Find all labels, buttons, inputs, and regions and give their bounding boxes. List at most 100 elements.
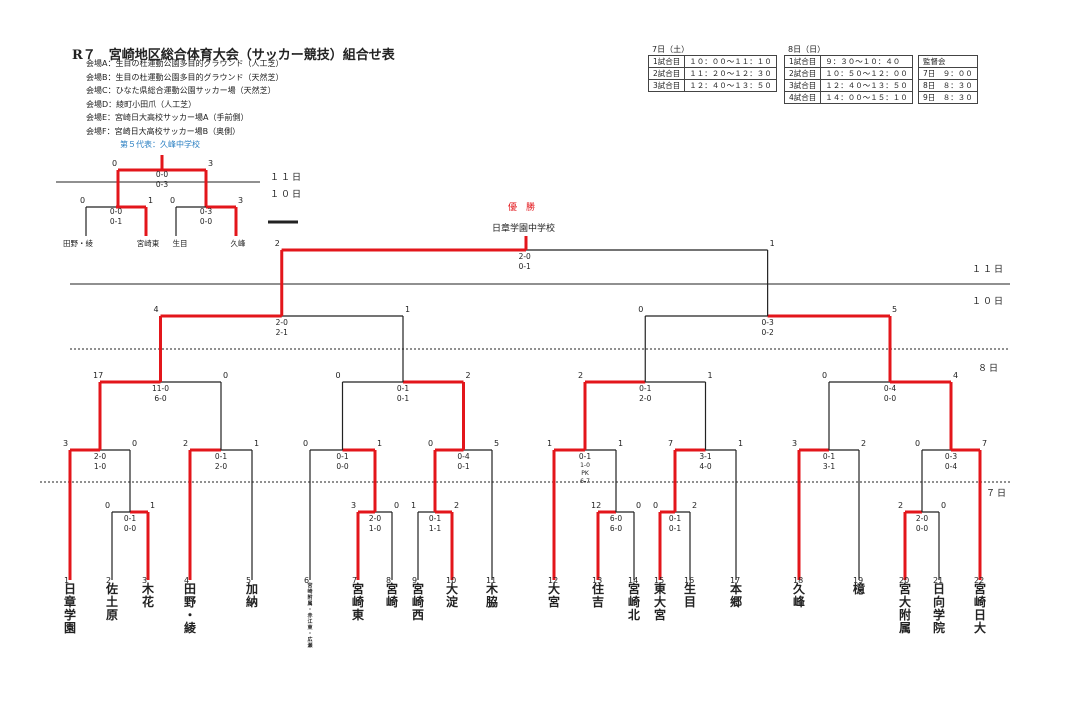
page-title: R７ 宮崎地区総合体育大会（サッカー競技）組合せ表 xyxy=(72,48,395,63)
match-slot: 3試合目 xyxy=(647,79,686,92)
match-goal-left: 4 xyxy=(153,305,159,314)
venue-item: 会場D：綾町小田爪（人工芝） xyxy=(86,99,197,109)
match-goal-left: 12 xyxy=(591,501,602,510)
team-name: 宮崎東 xyxy=(351,582,364,622)
match-goal-left: 0 xyxy=(335,371,341,380)
day-label-7: ７日 xyxy=(986,489,1009,499)
match-time: １４：００～１５：１０ xyxy=(820,91,913,104)
venue-item: 会場B：生目の杜運動公園多目的グラウンド（天然芝） xyxy=(86,72,284,82)
team-name: 大宮 xyxy=(547,582,560,609)
fifth-representative: 第５代表：久峰中学校 xyxy=(120,140,200,149)
team-seed-number: 7 xyxy=(352,576,358,585)
team-seed-number: 8 xyxy=(386,576,392,585)
team-seed-number: 13 xyxy=(592,576,603,585)
match-goal-right: 0 xyxy=(941,501,947,510)
team-name: 大淀 xyxy=(445,582,458,609)
match-slot: 4試合目 xyxy=(783,91,822,104)
small-day-label-10: １０日 xyxy=(270,190,304,200)
match-goal-left: 2 xyxy=(898,501,904,510)
team-name: 木脇 xyxy=(485,582,498,609)
team-name: 日向学院 xyxy=(932,582,945,635)
team-name: 宮崎附属・赤江東・広瀬 xyxy=(307,583,313,649)
match-goal-right: 1 xyxy=(405,305,411,314)
match-goal-right: 1 xyxy=(707,371,713,380)
team-seed-number: 19 xyxy=(853,576,864,585)
match-goal-left: 0 xyxy=(638,305,644,314)
schedule-day7-label: 7日（土） xyxy=(652,45,690,54)
day-label-10: １０日 xyxy=(972,297,1006,307)
match-goal-left: 0 xyxy=(653,501,659,510)
match-goal-left: 0 xyxy=(822,371,828,380)
supervisor-time: 9日 ８：３０ xyxy=(918,91,978,104)
team-seed-number: 2 xyxy=(106,576,112,585)
match-goal-left: 17 xyxy=(93,371,104,380)
match-goal-left: 3 xyxy=(351,501,357,510)
match-goal-right: 0 xyxy=(636,501,642,510)
match-goal-right: 2 xyxy=(861,439,867,448)
team-seed-number: 14 xyxy=(628,576,639,585)
match-goal-right: 2 xyxy=(465,371,471,380)
team-seed-number: 6 xyxy=(304,576,310,585)
team-seed-number: 15 xyxy=(654,576,665,585)
champion-name: 日章学園中学校 xyxy=(492,224,556,234)
match-goal-left: 0 xyxy=(105,501,111,510)
match-time: １２：４０～１３：５０ xyxy=(684,79,777,92)
team-name: 住吉 xyxy=(591,582,604,609)
match-goal-left: 7 xyxy=(668,439,674,448)
small-goal-right: 3 xyxy=(208,159,214,168)
match-goal-right: 1 xyxy=(377,439,383,448)
team-seed-number: 20 xyxy=(899,576,910,585)
venue-item: 会場C：ひなた県総合運動公園サッカー場（天然芝） xyxy=(86,86,276,95)
small-team-name: 久峰 xyxy=(230,239,246,248)
match-goal-right: 0 xyxy=(223,371,229,380)
match-goal-right: 1 xyxy=(738,439,744,448)
match-goal-left: 2 xyxy=(183,439,189,448)
small-goal-left: 0 xyxy=(80,196,86,205)
team-seed-number: 16 xyxy=(684,576,695,585)
match-goal-right: 1 xyxy=(254,439,260,448)
match-goal-left: 2 xyxy=(274,239,280,248)
team-name: 宮大附属 xyxy=(898,582,911,635)
team-seed-number: 12 xyxy=(548,576,559,585)
match-goal-left: 2 xyxy=(578,371,584,380)
champion-label: 優 勝 xyxy=(508,203,536,213)
venue-item: 会場E：宮崎日大高校サッカー場A（手前側） xyxy=(86,113,249,122)
team-name: 佐土原 xyxy=(105,582,118,622)
schedule-day8-label: 8日（日） xyxy=(788,45,826,54)
team-name: 宮崎北 xyxy=(627,582,640,622)
match-goal-right: 0 xyxy=(132,439,138,448)
small-day-label-11: １１日 xyxy=(270,173,304,183)
match-goal-right: 4 xyxy=(953,371,959,380)
supervisor-meeting-table: 監督会 7日 ９：００ 8日 ８：３０ 9日 ８：３０ xyxy=(918,55,978,104)
small-team-name: 生目 xyxy=(172,239,188,248)
match-goal-left: 0 xyxy=(303,439,309,448)
team-name: 東大宮 xyxy=(653,582,666,622)
team-name: 宮崎西 xyxy=(411,582,424,622)
team-seed-number: 17 xyxy=(730,576,741,585)
team-seed-number: 5 xyxy=(246,576,252,585)
team-seed-number: 18 xyxy=(793,576,804,585)
team-name: 本郷 xyxy=(729,582,742,609)
team-name: 久峰 xyxy=(792,582,805,609)
small-team-name: 田野・綾 xyxy=(63,239,93,248)
team-seed-number: 9 xyxy=(412,576,418,585)
day-label-8: ８日 xyxy=(978,364,1001,374)
team-seed-number: 21 xyxy=(933,576,944,585)
